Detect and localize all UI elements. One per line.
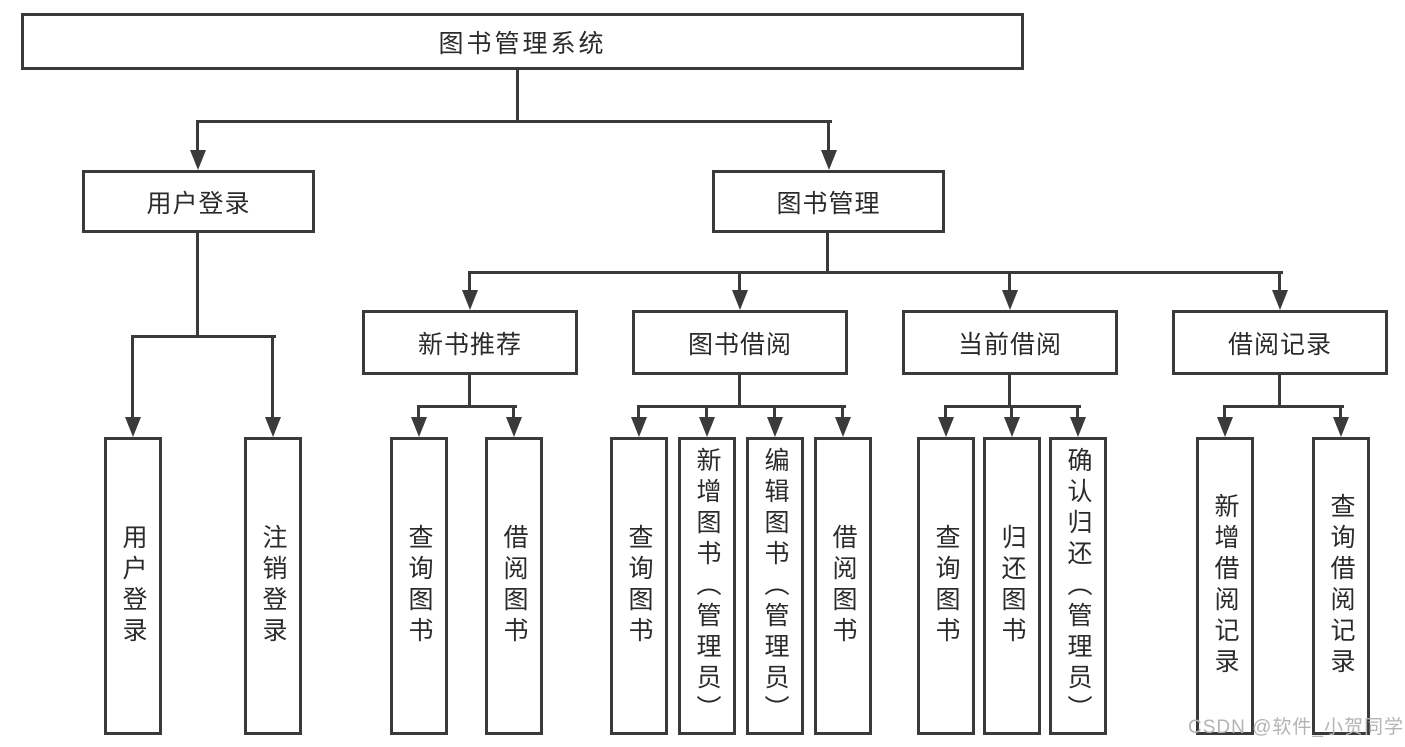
- leaf-logout: 注销登录: [244, 437, 302, 735]
- connector-line-v: [196, 120, 199, 152]
- arrow-down-icon: [125, 417, 141, 437]
- arrow-down-icon: [631, 417, 647, 437]
- connector-line-v: [944, 405, 947, 419]
- arrow-down-icon: [938, 417, 954, 437]
- node-new-book-recommend: 新书推荐: [362, 310, 578, 375]
- connector-line-v: [1223, 405, 1226, 419]
- leaf-query-book-current: 查询图书: [917, 437, 975, 735]
- connector-line-v: [512, 405, 515, 419]
- arrow-down-icon: [1333, 417, 1349, 437]
- arrow-down-icon: [699, 417, 715, 437]
- connector-line-h: [196, 120, 832, 123]
- connector-line-h: [131, 335, 276, 338]
- connector-line-v: [271, 335, 274, 419]
- connector-line-v: [1008, 375, 1011, 408]
- arrow-down-icon: [732, 290, 748, 310]
- leaf-query-book-borrow: 查询图书: [610, 437, 668, 735]
- leaf-query-book-recommend: 查询图书: [390, 437, 448, 735]
- connector-line-v: [637, 405, 640, 419]
- leaf-user-login: 用户登录: [104, 437, 162, 735]
- arrow-down-icon: [1217, 417, 1233, 437]
- leaf-confirm-return-admin: 确认归还（管理员）: [1049, 437, 1107, 735]
- connector-line-v: [516, 69, 519, 123]
- connector-line-h: [637, 405, 846, 408]
- connector-line-v: [1278, 375, 1281, 408]
- arrow-down-icon: [1004, 417, 1020, 437]
- arrow-down-icon: [767, 417, 783, 437]
- arrow-down-icon: [1272, 290, 1288, 310]
- node-user-login: 用户登录: [82, 170, 315, 233]
- connector-line-v: [705, 405, 708, 419]
- arrow-down-icon: [821, 150, 837, 170]
- arrow-down-icon: [190, 150, 206, 170]
- leaf-query-borrow-record: 查询借阅记录: [1312, 437, 1370, 735]
- node-book-borrow: 图书借阅: [632, 310, 848, 375]
- connector-line-v: [1010, 405, 1013, 419]
- leaf-return-book: 归还图书: [983, 437, 1041, 735]
- arrow-down-icon: [265, 417, 281, 437]
- connector-line-v: [1076, 405, 1079, 419]
- arrow-down-icon: [411, 417, 427, 437]
- connector-line-v: [841, 405, 844, 419]
- root-node-library-system: 图书管理系统: [21, 13, 1024, 70]
- connector-line-v: [196, 233, 199, 338]
- arrow-down-icon: [835, 417, 851, 437]
- connector-line-v: [738, 375, 741, 408]
- leaf-add-book-admin: 新增图书（管理员）: [678, 437, 736, 735]
- leaf-add-borrow-record: 新增借阅记录: [1196, 437, 1254, 735]
- arrow-down-icon: [462, 290, 478, 310]
- csdn-watermark: CSDN @软件_小贺同学: [1188, 717, 1404, 738]
- connector-line-h: [417, 405, 517, 408]
- connector-line-v: [131, 335, 134, 419]
- connector-line-v: [468, 375, 471, 408]
- arrow-down-icon: [1002, 290, 1018, 310]
- connector-line-v: [1278, 271, 1281, 292]
- connector-line-v: [1008, 271, 1011, 292]
- connector-line-v: [468, 271, 471, 292]
- leaf-borrow-book: 借阅图书: [814, 437, 872, 735]
- connector-line-v: [417, 405, 420, 419]
- connector-line-h: [468, 271, 1283, 274]
- leaf-edit-book-admin: 编辑图书（管理员）: [746, 437, 804, 735]
- connector-line-h: [1223, 405, 1344, 408]
- node-borrow-record: 借阅记录: [1172, 310, 1388, 375]
- arrow-down-icon: [1070, 417, 1086, 437]
- node-current-borrow: 当前借阅: [902, 310, 1118, 375]
- connector-line-v: [826, 233, 829, 274]
- node-book-management: 图书管理: [712, 170, 945, 233]
- connector-line-v: [1339, 405, 1342, 419]
- arrow-down-icon: [506, 417, 522, 437]
- connector-line-v: [773, 405, 776, 419]
- connector-line-v: [827, 120, 830, 152]
- leaf-borrow-book-recommend: 借阅图书: [485, 437, 543, 735]
- connector-line-v: [738, 271, 741, 292]
